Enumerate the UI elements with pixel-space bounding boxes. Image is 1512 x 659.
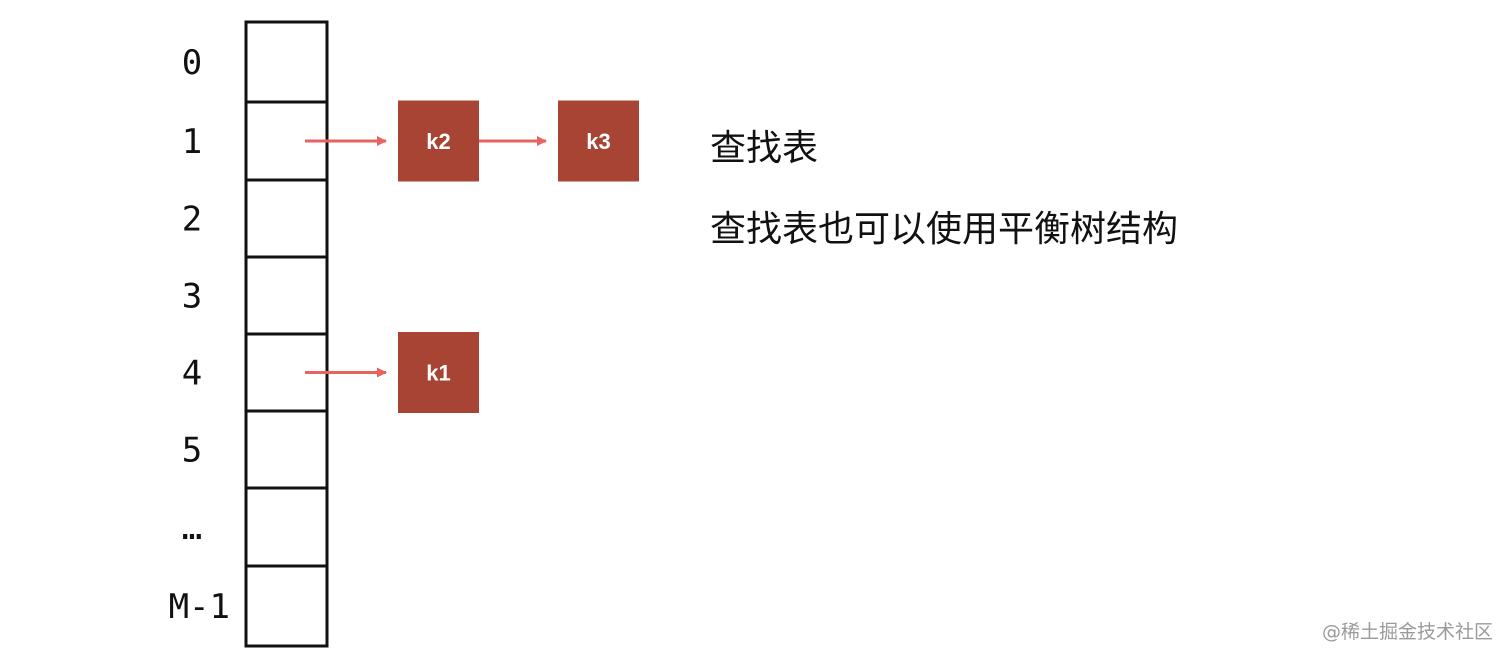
chain-node-label: k3 bbox=[586, 129, 610, 154]
chain-nodes: k2 k3 k1 bbox=[398, 100, 639, 413]
bucket-cell bbox=[244, 178, 329, 259]
caption-note: 查找表也可以使用平衡树结构 bbox=[710, 209, 1178, 250]
caption-title: 查找表 bbox=[710, 128, 818, 169]
bucket-cell bbox=[244, 20, 329, 104]
chain-node-label: k2 bbox=[426, 129, 450, 154]
watermark: @稀土掘金技术社区 bbox=[1322, 621, 1493, 643]
chain-node-k3 bbox=[558, 100, 639, 182]
bucket-index-label: M-1 bbox=[169, 587, 230, 627]
bucket-index-label: 4 bbox=[182, 354, 202, 394]
chain-node-k1 bbox=[398, 332, 479, 413]
bucket-index-label: 5 bbox=[182, 431, 202, 471]
bucket-array bbox=[244, 20, 329, 648]
chain-node-label: k1 bbox=[426, 361, 450, 386]
bucket-index-label: 2 bbox=[182, 200, 202, 240]
chain-node-k2 bbox=[398, 100, 479, 182]
bucket-cell bbox=[244, 564, 329, 648]
bucket-cell bbox=[244, 255, 329, 336]
bucket-index-label: 1 bbox=[182, 122, 202, 162]
bucket-index-label: 3 bbox=[182, 277, 202, 317]
chain-arrows bbox=[305, 136, 547, 378]
bucket-index-label: … bbox=[182, 508, 202, 548]
bucket-index-label: 0 bbox=[182, 43, 202, 83]
bucket-index-labels: 0 1 2 3 4 5 … M-1 bbox=[169, 43, 230, 627]
bucket-cell bbox=[244, 486, 329, 568]
bucket-cell bbox=[244, 409, 329, 490]
